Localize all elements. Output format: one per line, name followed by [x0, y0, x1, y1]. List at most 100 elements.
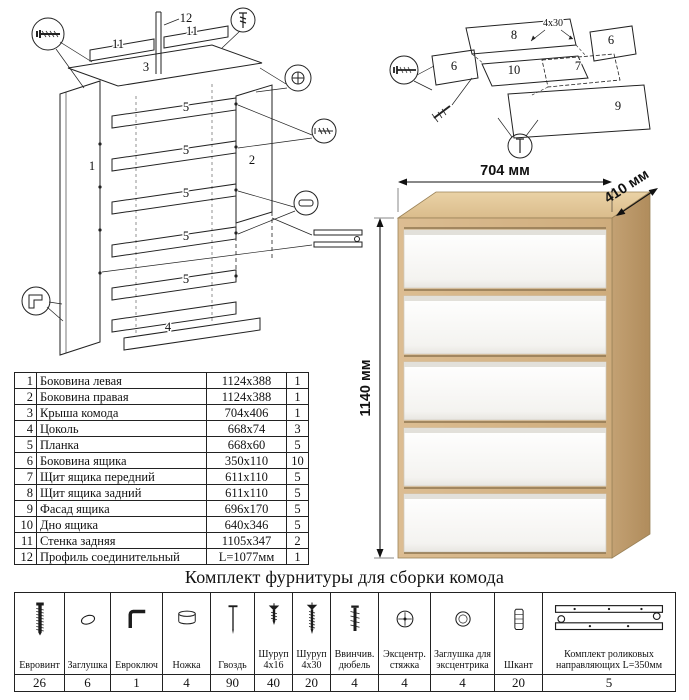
- hardware-qty: 40: [255, 674, 292, 691]
- part-label: 7: [575, 59, 581, 73]
- hexkey-icon: [122, 596, 152, 642]
- hardware-icon-box: [431, 593, 494, 645]
- wood-dowel-icon: [504, 596, 534, 642]
- hardware-icon-box: [293, 593, 330, 645]
- part-size: 704х406: [206, 404, 287, 421]
- part-size: 350х110: [206, 452, 287, 469]
- hardware-qty: 4: [379, 674, 430, 691]
- euroscrew-icon: [25, 596, 55, 642]
- hardware-item: Эксцентр. стяжка 4: [379, 593, 431, 691]
- part-qty: 3: [286, 420, 309, 437]
- screw-long-icon: [297, 596, 327, 642]
- part-name: Фасад ящика: [36, 500, 207, 517]
- part-name: Боковина ящика: [36, 452, 207, 469]
- hardware-item: Ввинчив. дюбель 4: [331, 593, 379, 691]
- hardware-item: Шуруп 4х30 20: [293, 593, 331, 691]
- part-size: 696х170: [206, 500, 287, 517]
- hardware-item: Шуруп 4х16 40: [255, 593, 293, 691]
- hardware-icon-box: [379, 593, 430, 645]
- part-name: Боковина правая: [36, 388, 207, 405]
- part-number: 6: [14, 452, 37, 469]
- screw-side-callout-icon: [237, 104, 337, 149]
- hardware-icon-box: [211, 593, 254, 645]
- hardware-name: Ввинчив. дюбель: [334, 649, 375, 672]
- parts-table-row: 2 Боковина правая 1124х388 1: [14, 388, 309, 405]
- parts-table-body: 1 Боковина левая 1124х388 1 2 Боковина п…: [14, 372, 309, 565]
- hardware-name: Шкант: [504, 660, 533, 672]
- camlock-callout-icon: [255, 64, 312, 93]
- camlock-icon: [390, 596, 420, 642]
- part-name: Планка: [36, 436, 207, 453]
- cabinet-parts-outlines: [59, 11, 273, 356]
- part-name: Стенка задняя: [36, 532, 207, 549]
- hardware-qty: 4: [431, 674, 494, 691]
- part-qty: 5: [286, 516, 309, 533]
- drawer-part-labels: 8 4х30 6 6 10 7 9: [449, 17, 622, 115]
- cabinet-exploded-diagram: 12 11 11 3 1 2 5 5 5 5 5 4: [21, 7, 363, 356]
- hardware-name: Комплект роликовых направляющих L=350мм: [555, 649, 663, 672]
- cabinet-part-labels: 12 11 11 3 1 2 5 5 5 5 5 4: [87, 10, 256, 336]
- hardware-kit-table: Евровинт 26 Заглушка 6 Евроключ 1: [14, 592, 676, 692]
- part-name: Дно ящика: [36, 516, 207, 533]
- part-qty: 5: [286, 468, 309, 485]
- parts-table-row: 10 Дно ящика 640х346 5: [14, 516, 309, 533]
- part-name: Профиль соединительный: [36, 548, 207, 565]
- hardware-item: Заглушка для эксцентрика 4: [431, 593, 495, 691]
- hardware-item: Евроключ 1: [111, 593, 163, 691]
- parts-table-row: 1 Боковина левая 1124х388 1: [14, 372, 309, 389]
- part-number: 2: [14, 388, 37, 405]
- dimension-arrows: [374, 178, 658, 559]
- part-name: Крыша комода: [36, 404, 207, 421]
- hardware-item: Ножка 4: [163, 593, 211, 691]
- part-label: 5: [183, 272, 189, 286]
- part-size: L=1077мм: [206, 548, 287, 565]
- hardware-name: Заглушка для эксцентрика: [433, 649, 492, 672]
- cap-icon: [73, 596, 103, 642]
- part-number: 11: [14, 532, 37, 549]
- parts-table-row: 9 Фасад ящика 696х170 5: [14, 500, 309, 517]
- screw-short-icon: [259, 596, 289, 642]
- part-size: 640х346: [206, 516, 287, 533]
- parts-table-row: 7 Щит ящика передний 611х110 5: [14, 468, 309, 485]
- part-name: Щит ящика задний: [36, 484, 207, 501]
- part-label: 10: [508, 63, 521, 77]
- hardware-name: Гвоздь: [218, 660, 247, 672]
- part-label: 11: [112, 37, 124, 51]
- part-size: 668х74: [206, 420, 287, 437]
- hardware-item: Евровинт 26: [15, 593, 65, 691]
- part-size: 1105х347: [206, 532, 287, 549]
- hardware-qty: 6: [65, 674, 110, 691]
- dowel-insert-icon: [340, 596, 370, 642]
- hardware-name: Евроключ: [115, 660, 158, 672]
- parts-table: 1 Боковина левая 1124х388 1 2 Боковина п…: [14, 372, 309, 565]
- screw-callout-icon: [221, 7, 256, 49]
- hardware-qty: 26: [15, 674, 64, 691]
- part-number: 3: [14, 404, 37, 421]
- part-label: 6: [608, 33, 614, 47]
- part-name: Цоколь: [36, 420, 207, 437]
- hardware-item: Гвоздь 90: [211, 593, 255, 691]
- part-label: 9: [615, 99, 621, 113]
- part-qty: 5: [286, 436, 309, 453]
- fastener-callouts: [21, 7, 363, 322]
- hardware-qty: 1: [111, 674, 162, 691]
- hardware-qty: 4: [331, 674, 378, 691]
- part-qty: 5: [286, 500, 309, 517]
- hardware-item: Заглушка 6: [65, 593, 111, 691]
- part-label: 5: [183, 229, 189, 243]
- hardware-qty: 4: [163, 674, 210, 691]
- hardware-icon-box: [163, 593, 210, 645]
- part-label: 12: [180, 11, 193, 25]
- width-dimension: 704 мм: [480, 163, 530, 179]
- hardware-name: Евровинт: [19, 660, 60, 672]
- part-number: 8: [14, 484, 37, 501]
- dresser-side: [611, 191, 651, 559]
- part-size: 1124х388: [206, 388, 287, 405]
- hardware-qty: 5: [543, 674, 675, 691]
- part-size: 611х110: [206, 484, 287, 501]
- dresser-body: [396, 191, 652, 559]
- hardware-icon-box: [15, 593, 64, 645]
- part-number: 12: [14, 548, 37, 565]
- hardware-item: Комплект роликовых направляющих L=350мм …: [543, 593, 675, 691]
